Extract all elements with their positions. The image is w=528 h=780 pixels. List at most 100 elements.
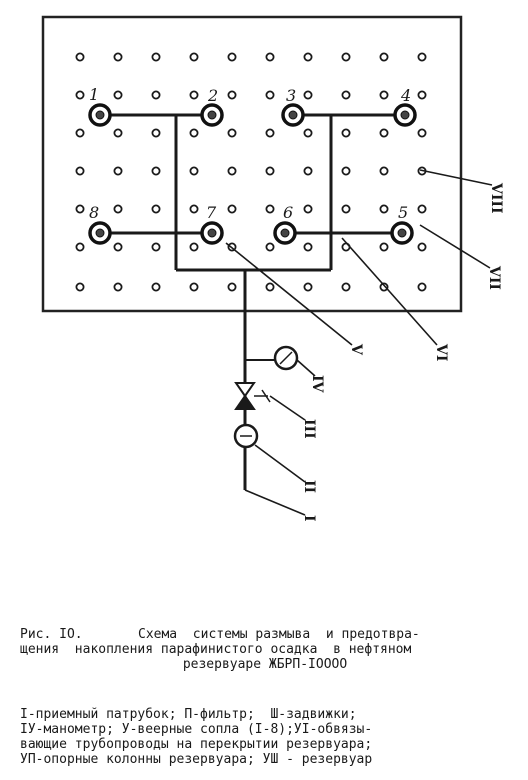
support-column <box>379 90 389 100</box>
support-column <box>265 128 275 138</box>
support-column <box>341 204 351 214</box>
label-i: I <box>301 515 317 522</box>
support-column <box>417 204 427 214</box>
support-column <box>379 204 389 214</box>
support-column <box>303 282 313 292</box>
figure-number: Рис. IO. <box>20 627 83 642</box>
support-column <box>417 90 427 100</box>
support-column <box>189 204 199 214</box>
legend-line: IУ-манометр; У-веерные сопла (I-8);УI-об… <box>20 722 373 737</box>
support-column <box>75 166 85 176</box>
nozzle-label-2: 2 <box>207 86 218 105</box>
support-column <box>379 242 389 252</box>
support-column <box>303 204 313 214</box>
nozzle-7 <box>200 221 224 245</box>
support-column <box>341 128 351 138</box>
support-column <box>227 204 237 214</box>
support-column <box>189 282 199 292</box>
support-column <box>265 52 275 62</box>
support-column <box>151 282 161 292</box>
nozzle-8 <box>88 221 112 245</box>
fan-nozzles <box>88 103 417 245</box>
roman-labels: VIII VII V VI IV III II I <box>301 182 504 522</box>
support-column <box>303 52 313 62</box>
legend-line: УП-опорные колонны резервуара; УШ - резе… <box>20 752 373 767</box>
support-column <box>417 52 427 62</box>
support-column <box>265 166 275 176</box>
nozzle-2 <box>200 103 224 127</box>
support-column <box>379 282 389 292</box>
support-column <box>113 282 123 292</box>
support-column <box>189 128 199 138</box>
label-vii: VII <box>486 265 502 290</box>
nozzle-4 <box>393 103 417 127</box>
support-column <box>265 242 275 252</box>
nozzle-label-7: 7 <box>206 203 217 222</box>
caption-line-1: Схема системы размыва и предотвра- <box>138 627 420 642</box>
support-column <box>303 242 313 252</box>
support-column <box>151 52 161 62</box>
legend-line: вающие трубопроводы на перекрытии резерв… <box>20 737 373 752</box>
support-column <box>75 204 85 214</box>
support-column <box>75 90 85 100</box>
figure-legend: I-приемный патрубок; П-фильтр; Ш-задвижк… <box>20 707 520 767</box>
support-column <box>189 242 199 252</box>
support-column <box>151 90 161 100</box>
support-column <box>189 90 199 100</box>
support-column <box>303 166 313 176</box>
nozzle-label-1: 1 <box>89 85 99 104</box>
support-column <box>227 128 237 138</box>
support-column <box>113 90 123 100</box>
nozzle-label-3: 3 <box>286 86 296 105</box>
support-column <box>227 52 237 62</box>
support-column <box>265 204 275 214</box>
support-column <box>303 90 313 100</box>
label-v: V <box>348 343 364 356</box>
support-column <box>379 52 389 62</box>
support-column <box>113 204 123 214</box>
tank-outline <box>41 15 463 313</box>
label-ii: II <box>301 480 317 493</box>
support-column <box>341 282 351 292</box>
support-column <box>227 166 237 176</box>
filter <box>233 423 259 449</box>
support-column <box>341 90 351 100</box>
support-column <box>265 90 275 100</box>
gate-valve <box>234 382 271 410</box>
leader-lines <box>225 169 493 516</box>
caption-line-2: щения накопления парафинистого осадка в … <box>20 642 412 657</box>
support-column <box>303 128 313 138</box>
nozzle-1 <box>88 103 112 127</box>
support-column <box>341 52 351 62</box>
support-column <box>75 52 85 62</box>
figure-caption: Рис. IO. Схема системы размыва и предотвр… <box>20 627 510 672</box>
support-column <box>113 242 123 252</box>
manometer <box>245 345 299 371</box>
support-column <box>151 128 161 138</box>
support-column <box>75 282 85 292</box>
label-vi: VI <box>433 343 449 361</box>
support-column <box>151 166 161 176</box>
nozzle-label-4: 4 <box>400 86 411 105</box>
label-iii: III <box>301 419 317 439</box>
label-viii: VIII <box>488 182 504 214</box>
nozzle-label-6: 6 <box>283 203 293 222</box>
support-column <box>75 242 85 252</box>
support-column <box>151 204 161 214</box>
nozzle-6 <box>273 221 297 245</box>
caption-line-3: резервуаре ЖБРП-IOOOO <box>182 657 348 672</box>
support-column <box>379 128 389 138</box>
support-column <box>265 282 275 292</box>
support-column <box>341 166 351 176</box>
support-column <box>417 128 427 138</box>
label-iv: IV <box>309 375 325 394</box>
nozzle-5 <box>390 221 414 245</box>
nozzle-label-5: 5 <box>398 203 408 222</box>
nozzle-label-8: 8 <box>89 203 99 222</box>
support-column <box>113 128 123 138</box>
support-columns <box>75 52 427 292</box>
support-column <box>189 52 199 62</box>
support-column <box>227 90 237 100</box>
piping-network <box>100 113 405 490</box>
support-column <box>151 242 161 252</box>
